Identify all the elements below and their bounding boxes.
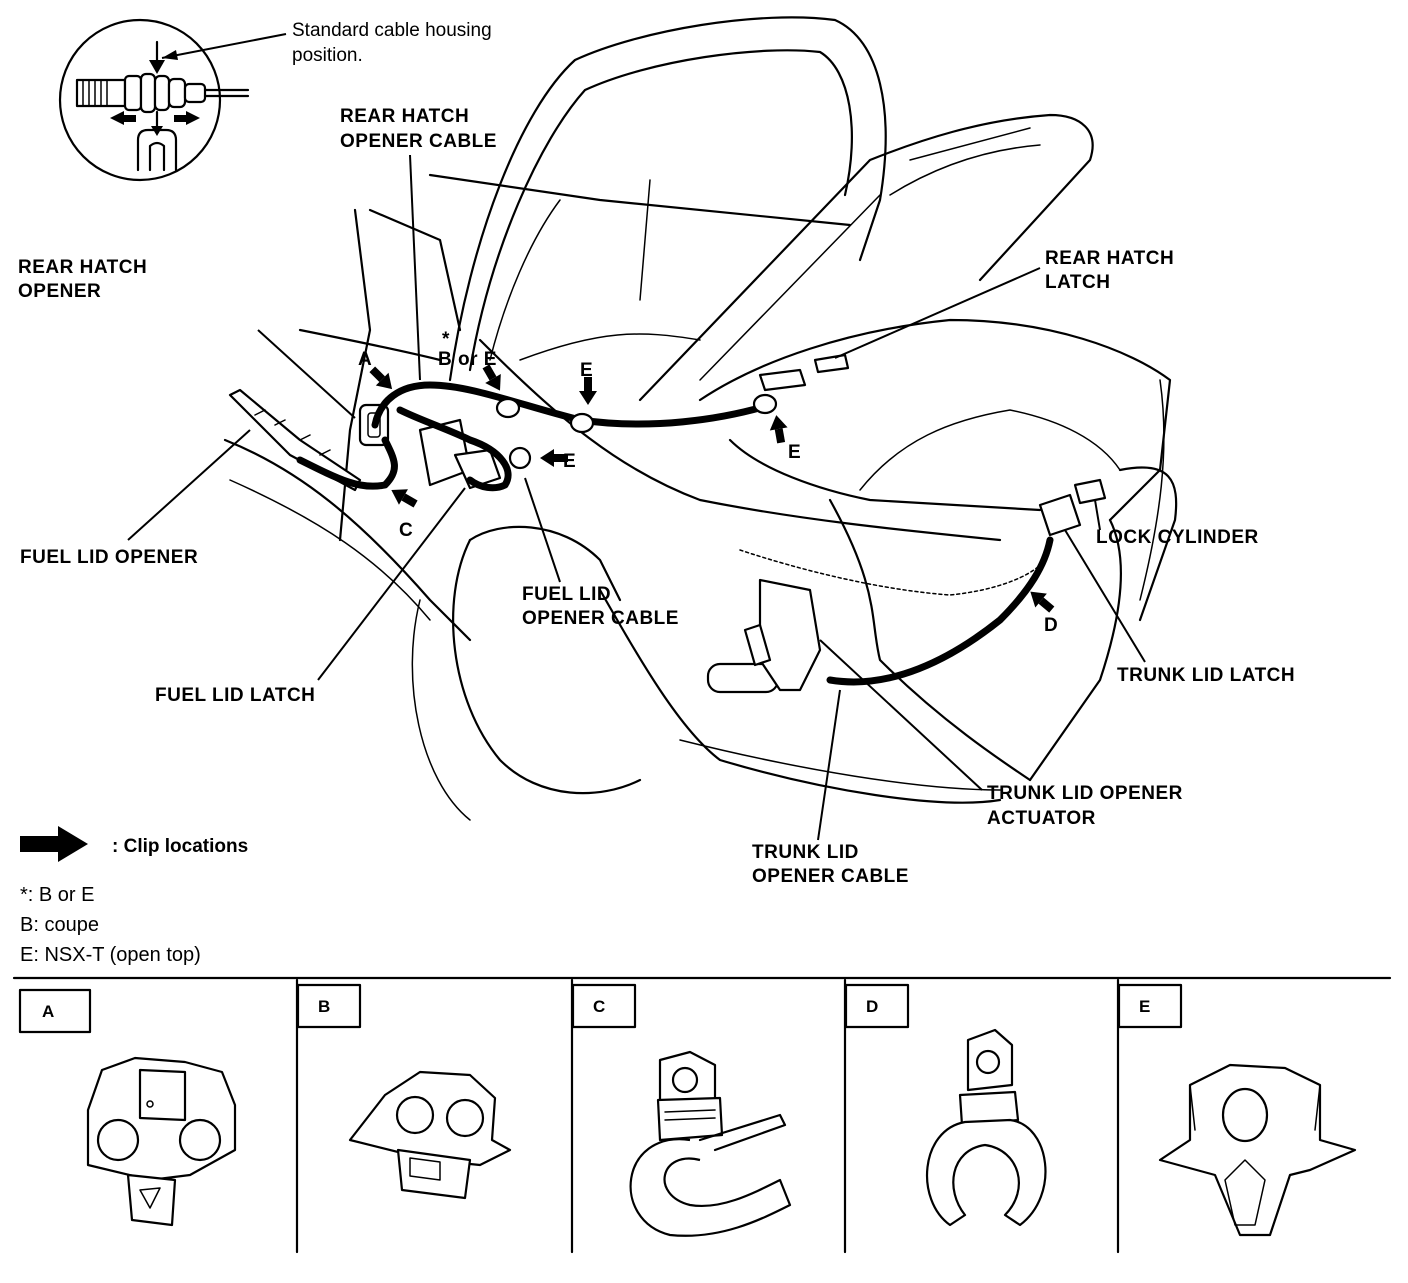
legend-clip-locations: : Clip locations — [112, 836, 248, 857]
cable-routing — [296, 381, 1054, 686]
clip-e-drawing — [1158, 1063, 1357, 1237]
clip-panel-c: C — [571, 983, 792, 1237]
clip-d-drawing — [926, 1028, 1047, 1227]
label-standard-cable-housing-l2: position. — [292, 45, 363, 66]
legend-star-note: *: B or E — [20, 884, 94, 906]
label-fuel-lid-latch: FUEL LID LATCH — [155, 685, 315, 706]
label-fuel-lid-opener-cable-l2: OPENER CABLE — [522, 608, 679, 629]
clip-marker-c: C — [399, 520, 413, 541]
clip-marker-a: A — [358, 349, 372, 370]
clip-panel-e: E — [1117, 983, 1357, 1237]
label-trunk-lid-opener-cable-l2: OPENER CABLE — [752, 866, 909, 887]
clip-arrow-d — [1030, 591, 1055, 613]
label-lock-cylinder: LOCK CYLINDER — [1096, 527, 1259, 548]
clip-marker-star: * — [442, 329, 450, 350]
car-body-illustration — [223, 16, 1178, 821]
legend-clip-arrow-icon — [20, 826, 88, 862]
clip-panel-a-label: A — [42, 1002, 54, 1021]
legend-b-note: B: coupe — [20, 914, 99, 936]
legend: : Clip locations *: B or E B: coupe E: N… — [20, 826, 248, 966]
clip-marker-e2: E — [563, 451, 576, 472]
cable-housing-detail — [58, 18, 287, 182]
leader-lines — [127, 154, 1146, 841]
clip-arrow-b-or-e — [482, 364, 501, 391]
label-trunk-lid-opener-cable-l1: TRUNK LID — [752, 842, 859, 863]
legend-e-note: E: NSX-T (open top) — [20, 944, 201, 966]
clip-marker-b-or-e: B or E — [438, 349, 497, 370]
label-trunk-lid-latch: TRUNK LID LATCH — [1117, 665, 1295, 686]
clip-marker-e3: E — [788, 442, 801, 463]
clip-arrow-e3 — [769, 415, 788, 444]
clip-panel-b-label: B — [318, 997, 330, 1016]
clip-location-arrows — [369, 364, 1055, 613]
clip-panel-c-label: C — [593, 997, 605, 1016]
clip-marker-letters: A * B or E E E E C D — [358, 329, 1058, 636]
clip-arrow-c — [391, 489, 418, 508]
clip-b-drawing — [348, 1070, 512, 1200]
label-rear-hatch-opener-cable-l1: REAR HATCH — [340, 106, 469, 127]
label-rear-hatch-opener-cable-l2: OPENER CABLE — [340, 131, 497, 152]
clip-arrow-a — [369, 366, 393, 390]
clip-marker-e1: E — [580, 360, 593, 381]
component-labels: REAR HATCH OPENER CABLE REAR HATCH OPENE… — [18, 106, 1295, 887]
label-trunk-lid-opener-actuator-l1: TRUNK LID OPENER — [987, 783, 1183, 804]
clip-panel-d: D — [844, 983, 1047, 1227]
clip-panel-b: B — [296, 983, 512, 1200]
clip-marker-d: D — [1044, 615, 1058, 636]
clip-panel-a: A — [18, 988, 237, 1227]
label-standard-cable-housing-l1: Standard cable housing — [292, 20, 492, 41]
label-rear-hatch-latch-l1: REAR HATCH — [1045, 248, 1174, 269]
clip-arrow-e2 — [540, 449, 568, 467]
label-rear-hatch-opener-l1: REAR HATCH — [18, 257, 147, 278]
label-fuel-lid-opener: FUEL LID OPENER — [20, 547, 198, 568]
label-rear-hatch-latch-l2: LATCH — [1045, 272, 1110, 293]
label-rear-hatch-opener-l2: OPENER — [18, 281, 101, 302]
clip-panel-d-label: D — [866, 997, 878, 1016]
clip-panel-e-label: E — [1139, 997, 1150, 1016]
clip-a-drawing — [86, 1056, 237, 1227]
clip-arrow-e1 — [579, 377, 597, 405]
clip-c-drawing — [629, 1050, 792, 1237]
label-trunk-lid-opener-actuator-l2: ACTUATOR — [987, 808, 1096, 829]
label-fuel-lid-opener-cable-l1: FUEL LID — [522, 584, 611, 605]
